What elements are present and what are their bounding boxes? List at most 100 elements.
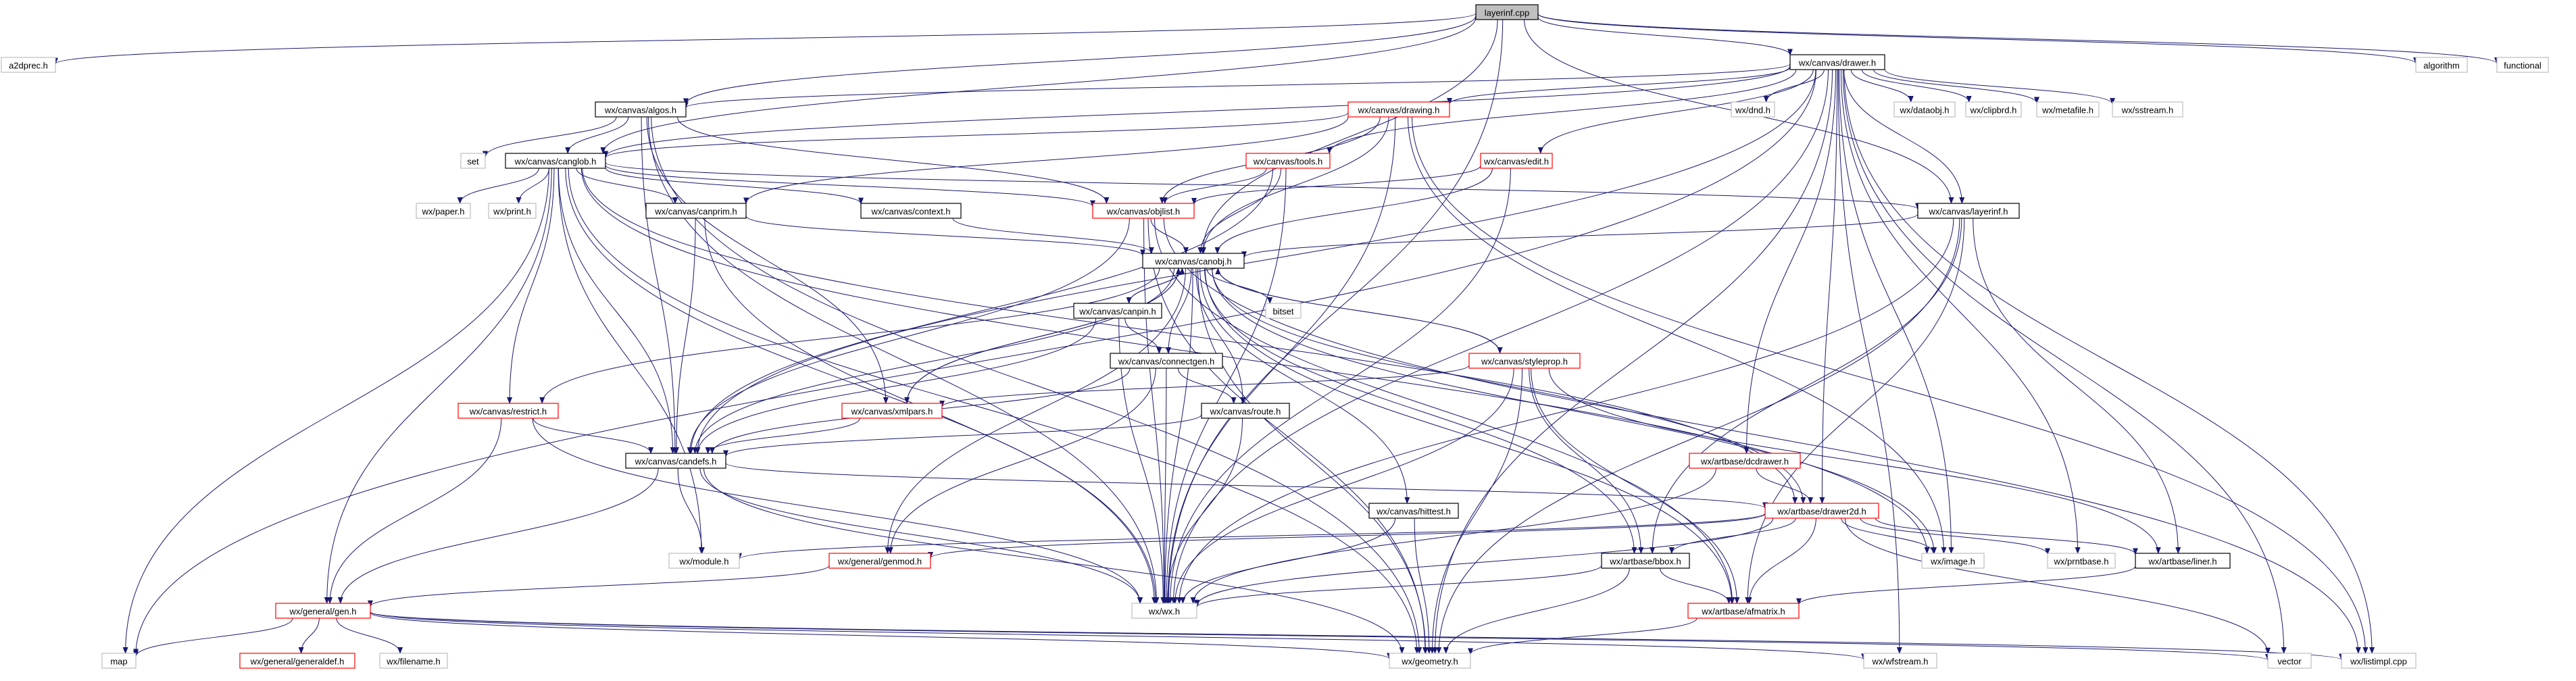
edge-canobj-to-route xyxy=(1195,268,1246,404)
node-drawer[interactable]: wx/canvas/drawer.h xyxy=(1789,54,1885,70)
node-vector: vector xyxy=(2267,653,2312,669)
node-label-set: set xyxy=(467,157,479,167)
node-xmlpars[interactable]: wx/canvas/xmlpars.h xyxy=(841,403,943,419)
node-candefs[interactable]: wx/canvas/candefs.h xyxy=(625,453,726,469)
node-box-gendef xyxy=(239,653,355,669)
node-layerinf[interactable]: wx/canvas/layerinf.h xyxy=(1917,203,2020,219)
node-afmatrix[interactable]: wx/artbase/afmatrix.h xyxy=(1687,603,1800,619)
node-box-algorithm xyxy=(2415,57,2468,73)
edge-gen-to-map xyxy=(133,617,293,657)
node-drawer2d[interactable]: wx/artbase/drawer2d.h xyxy=(1764,503,1879,519)
node-hittest[interactable]: wx/canvas/hittest.h xyxy=(1368,503,1459,519)
edge-root-to-canobj xyxy=(1199,19,1498,254)
node-box-genmod xyxy=(828,553,931,569)
node-box-edit xyxy=(1480,153,1553,169)
node-genmod[interactable]: wx/general/genmod.h xyxy=(828,553,931,569)
edge-objlist-to-candefs xyxy=(687,218,1130,454)
node-box-dcdrawer xyxy=(1689,453,1801,469)
edge-drawer-to-edit xyxy=(1537,69,1814,154)
node-label-map: map xyxy=(110,657,127,667)
edge-connectgen-to-wx xyxy=(1162,368,1168,604)
node-canglob[interactable]: wx/canvas/canglob.h xyxy=(505,153,606,169)
node-label-dataobj: wx/dataobj.h xyxy=(1900,105,1950,116)
edge-layerinf-to-bbox xyxy=(1650,218,1962,554)
node-liner[interactable]: wx/artbase/liner.h xyxy=(2135,553,2231,569)
node-box-drawer2d xyxy=(1764,503,1879,519)
node-gendef[interactable]: wx/general/generaldef.h xyxy=(239,653,355,669)
node-label-dcdrawer: wx/artbase/dcdrawer.h xyxy=(1700,457,1789,467)
node-styleprop[interactable]: wx/canvas/styleprop.h xyxy=(1468,353,1581,369)
edge-canobj-to-hittest xyxy=(1199,268,1410,504)
node-box-context xyxy=(860,203,962,219)
edge-context-to-canobj xyxy=(952,218,1154,254)
edge-algos-to-xmlpars xyxy=(646,116,889,404)
node-label-styleprop: wx/canvas/styleprop.h xyxy=(1481,357,1568,367)
node-box-geometry xyxy=(1389,653,1471,669)
node-label-sstream: wx/sstream.h xyxy=(2121,105,2174,116)
node-wfstream: wx/wfstream.h xyxy=(1863,653,1937,669)
node-bbox[interactable]: wx/artbase/bbox.h xyxy=(1601,553,1690,569)
node-functional: functional xyxy=(2496,57,2549,73)
node-prntbase: wx/prntbase.h xyxy=(2047,553,2116,569)
node-box-drawing xyxy=(1347,101,1450,118)
node-box-canobj xyxy=(1142,253,1245,269)
edge-layerinf-to-canobj xyxy=(1241,213,1918,259)
edge-objlist-to-afmatrix xyxy=(1154,218,1735,604)
node-label-canglob: wx/canvas/canglob.h xyxy=(514,157,597,167)
node-root[interactable]: layerinf.cpp xyxy=(1475,4,1539,20)
edge-gen-to-vector xyxy=(370,611,2271,661)
edge-edit-to-wx xyxy=(1167,168,1511,604)
edge-canglob-to-print xyxy=(516,168,549,204)
node-metafile: wx/metafile.h xyxy=(2036,101,2100,118)
node-clipbrd: wx/clipbrd.h xyxy=(1965,101,2022,118)
node-label-context: wx/canvas/context.h xyxy=(870,207,950,217)
node-gen[interactable]: wx/general/gen.h xyxy=(275,603,371,619)
edge-drawing-to-image xyxy=(1408,116,1947,554)
edge-algos-to-geometry xyxy=(651,116,1422,654)
edge-edit-to-canobj xyxy=(1214,168,1493,254)
edge-canglob-to-geometry xyxy=(568,168,1420,654)
edge-root-to-a2dprec xyxy=(53,13,1477,65)
edge-drawer-to-canglob xyxy=(603,66,1791,158)
edge-hittest-to-geometry xyxy=(1414,518,1432,654)
node-restrict[interactable]: wx/canvas/restrict.h xyxy=(457,403,559,419)
edge-drawer-to-map xyxy=(133,69,1816,656)
edge-canglob-to-map xyxy=(122,168,549,654)
edge-bbox-to-wx xyxy=(1194,565,1602,609)
edge-styleprop-to-canobj xyxy=(1215,268,1501,354)
node-edit[interactable]: wx/canvas/edit.h xyxy=(1480,153,1553,169)
node-tools[interactable]: wx/canvas/tools.h xyxy=(1245,153,1331,169)
node-drawing[interactable]: wx/canvas/drawing.h xyxy=(1347,101,1450,118)
node-label-drawer2d: wx/artbase/drawer2d.h xyxy=(1777,507,1866,517)
edge-gen-to-geometry xyxy=(370,612,1392,660)
edge-canglob-to-restrict xyxy=(507,168,555,404)
node-canpin[interactable]: wx/canvas/canpin.h xyxy=(1073,303,1162,319)
node-canprim[interactable]: wx/canvas/canprim.h xyxy=(645,203,747,219)
edge-drawer-to-wfstream xyxy=(1837,69,1902,654)
edge-root-to-algos xyxy=(683,16,1477,105)
node-box-route xyxy=(1201,403,1290,419)
node-box-tools xyxy=(1245,153,1331,169)
edge-hittest-to-wx xyxy=(1180,518,1396,604)
node-box-canpin xyxy=(1073,303,1162,319)
edge-drawer-to-wx xyxy=(1170,69,1829,604)
edge-canobj-to-restrict xyxy=(539,268,1160,404)
node-algos[interactable]: wx/canvas/algos.h xyxy=(595,101,687,118)
node-box-print xyxy=(488,203,537,219)
node-route[interactable]: wx/canvas/route.h xyxy=(1201,403,1290,419)
node-label-drawer: wx/canvas/drawer.h xyxy=(1798,58,1876,68)
node-sstream: wx/sstream.h xyxy=(2112,101,2183,118)
node-label-xmlpars: wx/canvas/xmlpars.h xyxy=(851,407,933,417)
edge-dcdrawer-to-drawer2d xyxy=(1756,468,1814,504)
node-label-canprim: wx/canvas/canprim.h xyxy=(654,207,737,217)
edge-canprim-to-candefs xyxy=(673,218,696,454)
edge-styleprop-to-xmlpars xyxy=(939,365,1470,408)
node-dcdrawer[interactable]: wx/artbase/dcdrawer.h xyxy=(1689,453,1801,469)
edge-gen-to-gendef xyxy=(298,617,320,654)
node-context[interactable]: wx/canvas/context.h xyxy=(860,203,962,219)
node-canobj[interactable]: wx/canvas/canobj.h xyxy=(1142,253,1245,269)
node-objlist[interactable]: wx/canvas/objlist.h xyxy=(1092,203,1195,219)
node-image: wx/image.h xyxy=(1921,553,1985,569)
node-connectgen[interactable]: wx/canvas/connectgen.h xyxy=(1110,353,1223,369)
